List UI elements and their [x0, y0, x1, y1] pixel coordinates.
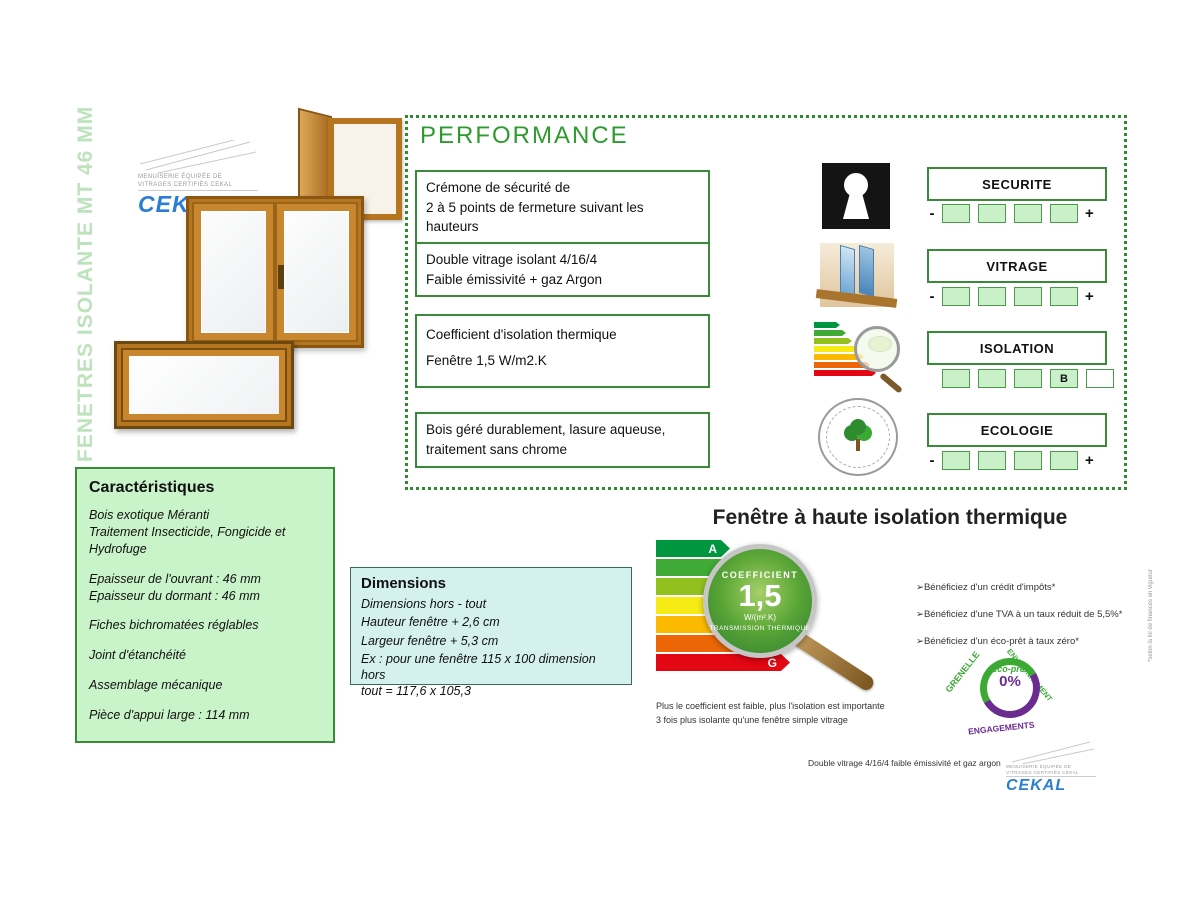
rating-cell — [978, 369, 1006, 388]
rating-cell — [1050, 287, 1078, 306]
benefit-item: ➢Bénéficiez d'un crédit d'impôts* — [916, 582, 1056, 593]
rating-cell — [1014, 451, 1042, 470]
double-glazing-icon — [815, 243, 898, 308]
perf-box-ecologie: Bois géré durablement, lasure aqueuse, t… — [415, 412, 710, 468]
magnifier-coefficient: COEFFICIENT 1,5 W/(m².K) TRANSMISSION TH… — [703, 544, 817, 658]
keyhole-icon — [822, 163, 890, 229]
magnifier-handle-icon — [790, 630, 877, 693]
window-left-sash — [192, 202, 275, 342]
rating-cell — [942, 369, 970, 388]
benefits-list: ➢Bénéficiez d'un crédit d'impôts* ➢Bénéfi… — [916, 582, 1136, 663]
plus-sign: + — [1085, 205, 1094, 222]
minus-sign: - — [929, 452, 935, 469]
rating-cell — [1086, 369, 1114, 388]
rating-cell — [978, 204, 1006, 223]
rating-cell — [1050, 204, 1078, 223]
dimension-line: Ex : pour une fenêtre 115 x 100 dimensio… — [361, 651, 596, 699]
energy-bar-g: G — [656, 654, 790, 671]
rating-cell — [1014, 287, 1042, 306]
benefit-item: ➢Bénéficiez d'une TVA à un taux réduit d… — [916, 609, 1123, 620]
rating-cell — [978, 451, 1006, 470]
grenelle-arc-left: GRENELLE — [943, 649, 982, 695]
cekal-brand: CEKAL — [1006, 775, 1096, 795]
dimension-line: Hauteur fenêtre + 2,6 cm — [361, 615, 500, 630]
energy-bar-a: A — [656, 540, 730, 557]
rating-cell — [1014, 204, 1042, 223]
rating-cells — [942, 287, 1078, 306]
coefficient-unit: W/(m².K) — [744, 612, 776, 622]
thermal-heading: Fenêtre à haute isolation thermique — [712, 506, 1068, 529]
performance-title: PERFORMANCE — [420, 122, 629, 149]
perf-box-vitrage: Double vitrage isolant 4/16/4 Faible émi… — [415, 242, 710, 298]
footnote-vertical: *selon la loi de finances en vigueur — [1148, 569, 1154, 662]
rating-cells — [942, 451, 1078, 470]
rating-cell — [978, 287, 1006, 306]
rating-label-ecologie: ECOLOGIE — [927, 413, 1107, 447]
eco-tree-stamp-icon — [818, 398, 898, 476]
grenelle-environnement-badge: GRENELLE ENVIRONNEMENT éco-prêt 0% ENGAG… — [943, 645, 1062, 736]
caracteristique-item: Epaisseur de l'ouvrant : 46 mm Epaisseur… — [89, 571, 261, 603]
rating-cells: B — [942, 369, 1114, 388]
caracteristique-item: Pièce d'appui large : 114 mm — [89, 708, 250, 722]
performance-frame — [405, 115, 1127, 490]
plus-sign: + — [1085, 288, 1094, 305]
eco-pret-rate: 0% — [999, 673, 1021, 690]
window-handle — [278, 264, 284, 289]
window-photo-horizontal — [114, 341, 294, 429]
footer-glazing-note: Double vitrage 4/16/4 faible émissivité … — [808, 758, 1001, 768]
cekal-rays-icon — [139, 140, 257, 174]
minus-sign: - — [929, 205, 935, 222]
rating-cell — [942, 287, 970, 306]
dimension-line: Largeur fenêtre + 5,3 cm — [361, 633, 499, 648]
rating-label-securite: SECURITE — [927, 167, 1107, 201]
window-right-sash — [275, 202, 358, 342]
cekal-tagline: MENUISERIE ÉQUIPÉE DE VITRAGES CERTIFIÉS… — [1006, 764, 1080, 775]
rating-label-vitrage: VITRAGE — [927, 249, 1107, 283]
caracteristique-item: Assemblage mécanique — [89, 678, 223, 693]
rating-scale-ecologie: - + — [929, 451, 1094, 470]
eco-pret-label: éco-prêt — [992, 664, 1028, 674]
rating-scale-isolation: B — [929, 369, 1127, 388]
grenelle-arc-bottom: ENGAGEMENTS — [967, 719, 1035, 737]
rating-scale-securite: - + — [929, 204, 1094, 223]
caracteristiques-lines: Bois exotique Méranti Traitement Insecti… — [89, 507, 321, 724]
caracteristique-item: Joint d'étanchéité — [89, 648, 186, 663]
minus-sign: - — [929, 288, 935, 305]
rating-cell: B — [1050, 369, 1078, 388]
rating-cells — [942, 204, 1078, 223]
cekal-rays-icon — [1011, 741, 1095, 764]
magnifier-top-text: COEFFICIENT — [721, 570, 799, 581]
caracteristiques-panel: Caractéristiques Bois exotique Méranti T… — [75, 467, 335, 743]
caracteristique-item: Bois exotique Méranti Traitement Insecti… — [89, 508, 286, 556]
cekal-tagline: MENUISERIE ÉQUIPÉE DE VITRAGES CERTIFIÉS… — [138, 174, 233, 188]
vertical-page-title: FENETRES ISOLANTE MT 46 MM — [74, 105, 97, 462]
rating-cell — [942, 204, 970, 223]
caracteristique-item: Fiches bichromatées réglables — [89, 618, 259, 633]
cekal-logo-bottom: MENUISERIE ÉQUIPÉE DE VITRAGES CERTIFIÉS… — [1006, 740, 1096, 795]
coefficient-value: 1,5 — [738, 578, 782, 614]
perf-box-isolation: Coefficient d'isolation thermique Fenêtr… — [415, 314, 710, 388]
magnifier-bottom-text: TRANSMISSION THERMIQUE — [709, 624, 811, 632]
dimension-line: Dimensions hors - tout — [361, 597, 487, 611]
rating-scale-vitrage: - + — [929, 287, 1094, 306]
benefit-item: ➢Bénéficiez d'un éco-prêt à taux zéro* — [916, 636, 1079, 647]
caracteristiques-title: Caractéristiques — [89, 479, 215, 496]
perf-box-securite: Crémone de sécurité de 2 à 5 points de f… — [415, 170, 710, 245]
rating-cell — [1050, 451, 1078, 470]
dimensions-title: Dimensions — [361, 575, 447, 592]
plus-sign: + — [1085, 452, 1094, 469]
energy-rating-magnifier-icon — [814, 322, 904, 394]
energy-caption: Plus le coefficient est faible, plus l'i… — [656, 701, 885, 725]
rating-cell — [1014, 369, 1042, 388]
rating-label-isolation: ISOLATION — [927, 331, 1107, 365]
rating-cell — [942, 451, 970, 470]
window-photo-main — [186, 196, 364, 348]
